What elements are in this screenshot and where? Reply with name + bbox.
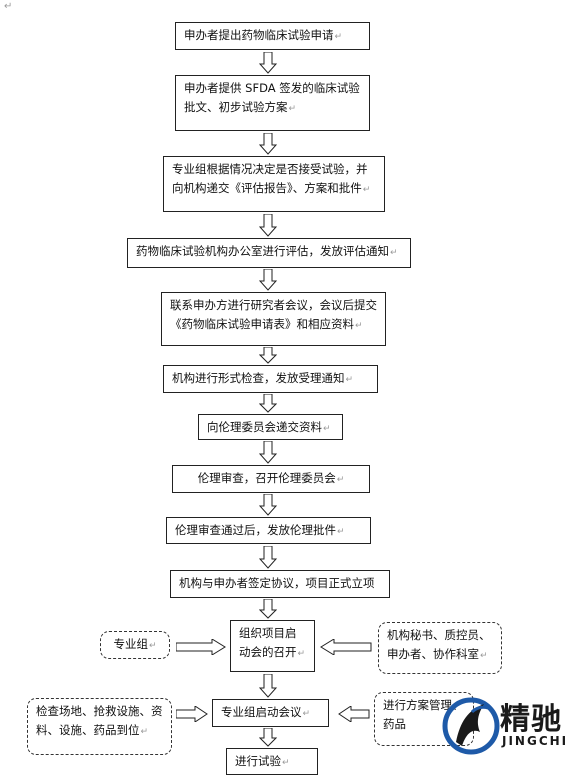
step-4-text: 药物临床试验机构办公室进行评估，发放评估通知 <box>136 244 389 258</box>
step-10-box: 机构与申办者签定协议，项目正式立项↵ <box>170 570 390 598</box>
step-6-box: 机构进行形式检查，发放受理通知↵ <box>163 365 378 393</box>
step-9-box: 伦理审查通过后，发放伦理批件↵ <box>166 517 371 544</box>
return-mark: ↵ <box>282 758 290 768</box>
return-mark: ↵ <box>302 709 311 719</box>
right-arrow-icon <box>176 639 226 655</box>
return-mark: ↵ <box>355 321 363 331</box>
step-3-box: 专业组根据情况决定是否接受试验，并向机构递交《评估报告》、方案和批件↵ <box>163 156 385 212</box>
step-12-text: 专业组启动会议 <box>221 705 302 719</box>
step-2-text: 申办者提供 SFDA 签发的临床试验批文、初步试验方案 <box>184 81 360 114</box>
left-arrow-icon <box>320 639 372 655</box>
step-4-box: 药物临床试验机构办公室进行评估，发放评估通知↵ <box>127 238 411 268</box>
step-9-text: 伦理审查通过后，发放伦理批件 <box>175 523 336 537</box>
down-arrow-icon <box>259 52 277 74</box>
step-8-text: 伦理审查，召开伦理委员会 <box>197 471 336 485</box>
step-13-box: 进行试验↵ <box>226 748 318 775</box>
return-mark: ↵ <box>336 475 345 485</box>
jingchi-logo: 精驰 JINGCHI <box>440 688 588 770</box>
return-mark: ↵ <box>480 651 488 661</box>
down-arrow-icon <box>259 347 277 364</box>
return-mark: ↵ <box>345 375 354 385</box>
return-mark: ↵ <box>288 104 297 114</box>
side-right-2-text: 进行方案管理、药品 <box>383 698 464 731</box>
side-box-right-1: 机构秘书、质控员、申办者、协作科室↵ <box>378 622 502 674</box>
side-left-2-text: 检查场地、抢救设施、资料、设施、药品到位 <box>36 704 163 737</box>
down-arrow-icon <box>259 494 277 516</box>
return-mark: ↵ <box>148 641 157 651</box>
step-8-box: 伦理审查，召开伦理委员会↵ <box>172 465 370 493</box>
down-arrow-icon <box>259 599 277 619</box>
step-1-text: 申办者提出药物临床试验申请 <box>184 28 334 42</box>
side-right-1-text: 机构秘书、质控员、申办者、协作科室 <box>387 628 491 661</box>
return-mark: ↵ <box>323 424 331 434</box>
return-mark: ↵ <box>140 727 149 737</box>
return-mark: ↵ <box>390 248 398 258</box>
step-7-box: 向伦理委员会递交资料↵ <box>198 414 343 440</box>
step-11-text: 组织项目启动会的召开 <box>239 626 297 659</box>
step-10-text: 机构与申办者签定协议，项目正式立项 <box>179 576 375 590</box>
step-12-box: 专业组启动会议↵ <box>212 699 329 727</box>
down-arrow-icon <box>259 728 277 747</box>
step-13-text: 进行试验 <box>235 754 281 768</box>
paragraph-mark: ↵ <box>4 1 13 12</box>
left-arrow-icon <box>338 706 370 722</box>
step-11-box: 组织项目启动会的召开↵ <box>230 620 315 672</box>
down-arrow-icon <box>259 133 277 155</box>
step-5-box: 联系申办方进行研究者会议，会议后提交《药物临床试验申请表》和相应资料↵ <box>161 292 386 346</box>
down-arrow-icon <box>259 674 277 698</box>
return-mark: ↵ <box>337 527 345 537</box>
side-box-left-1: 专业组↵ <box>100 631 170 659</box>
logo-name-en: JINGCHI <box>502 734 569 748</box>
down-arrow-icon <box>259 394 277 413</box>
down-arrow-icon <box>259 214 277 237</box>
down-arrow-icon <box>259 269 277 291</box>
return-mark: ↵ <box>297 649 306 659</box>
step-5-text: 联系申办方进行研究者会议，会议后提交《药物临床试验申请表》和相应资料 <box>170 298 377 331</box>
return-mark: ↵ <box>334 32 343 42</box>
side-box-left-2: 检查场地、抢救设施、资料、设施、药品到位↵ <box>27 698 172 755</box>
right-arrow-icon <box>176 706 208 722</box>
step-2-box: 申办者提供 SFDA 签发的临床试验批文、初步试验方案↵ <box>175 75 370 131</box>
step-3-text: 专业组根据情况决定是否接受试验，并向机构递交《评估报告》、方案和批件 <box>172 162 368 195</box>
down-arrow-icon <box>259 441 277 464</box>
step-1-box: 申办者提出药物临床试验申请↵ <box>175 22 370 50</box>
side-left-1-text: 专业组 <box>113 637 148 651</box>
logo-name-zh: 精驰 <box>500 702 562 737</box>
step-7-text: 向伦理委员会递交资料 <box>207 420 322 434</box>
horse-emblem-icon <box>442 697 500 755</box>
down-arrow-icon <box>259 546 277 569</box>
return-mark: ↵ <box>362 185 371 195</box>
step-6-text: 机构进行形式检查，发放受理通知 <box>172 371 345 385</box>
